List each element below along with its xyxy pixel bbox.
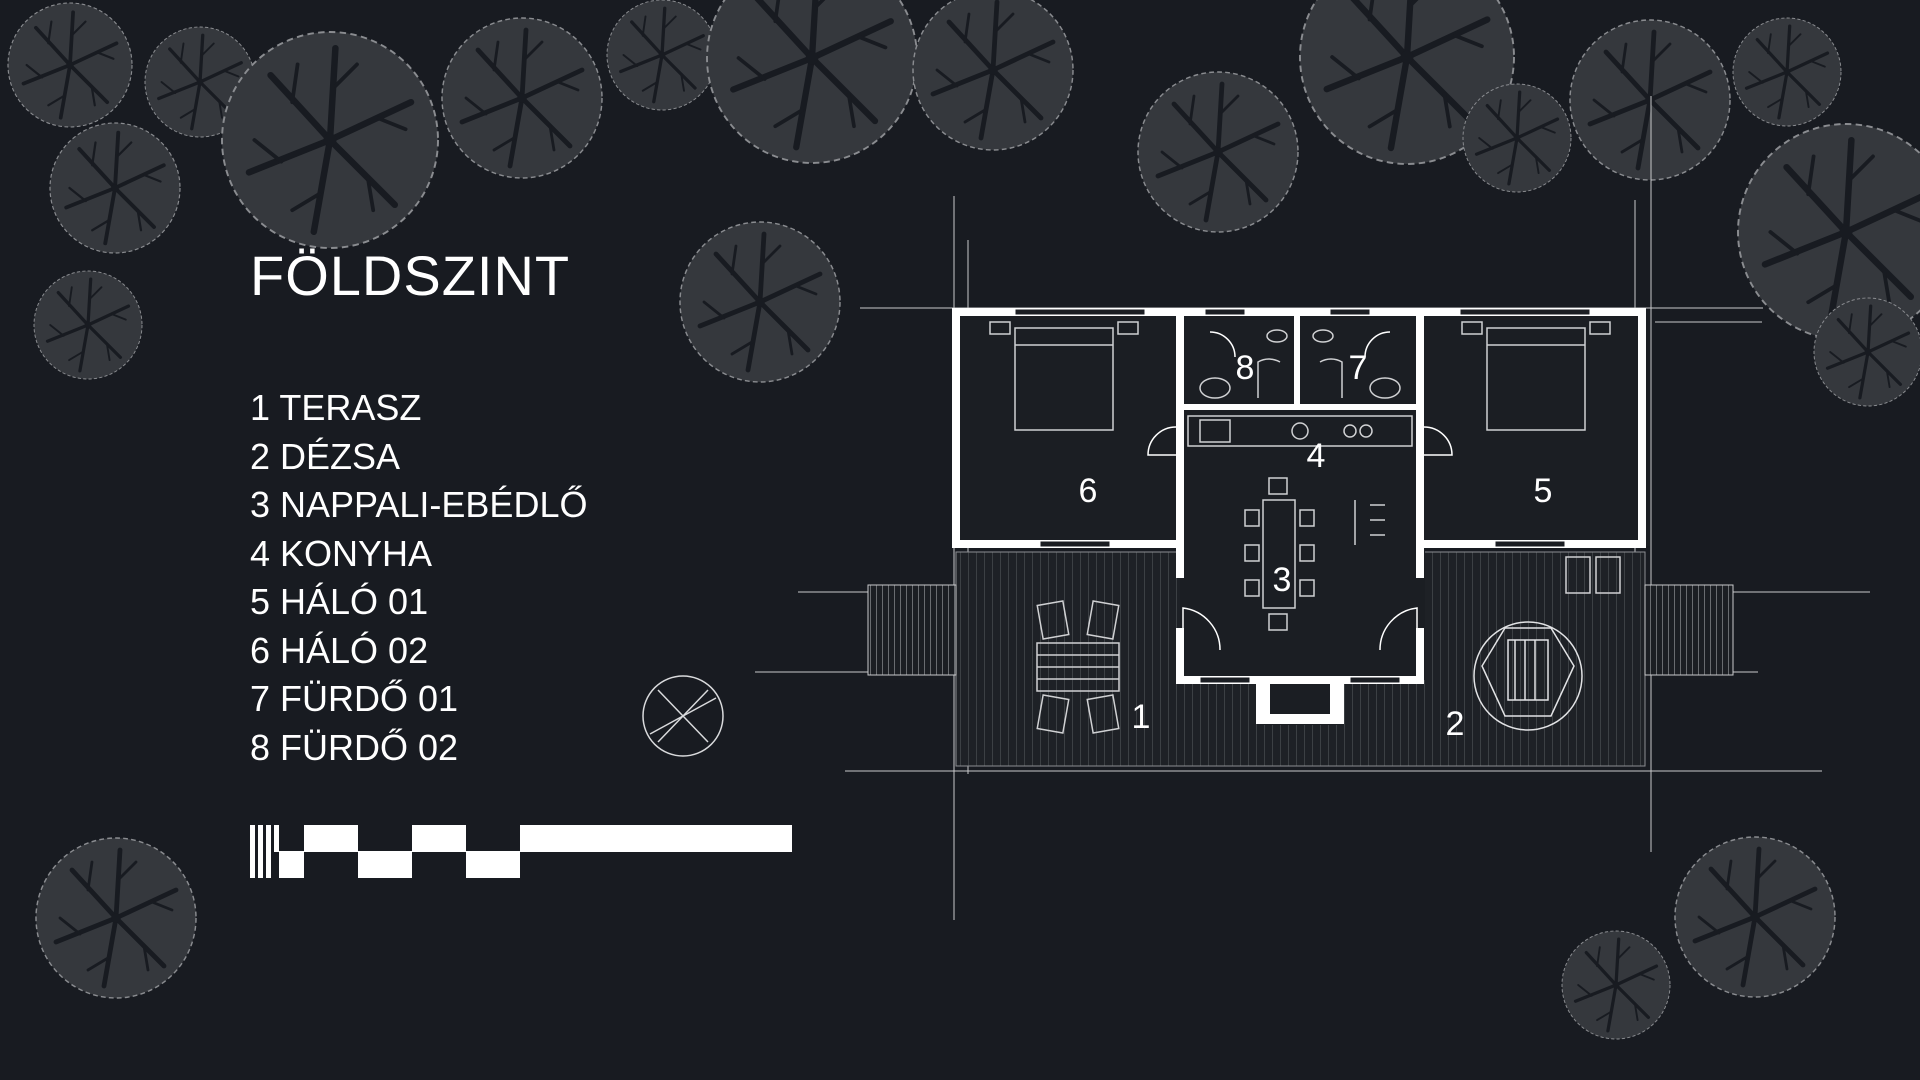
legend-item: 6 HÁLÓ 02 bbox=[250, 629, 429, 671]
tree-icon bbox=[8, 3, 132, 127]
tree-icon bbox=[607, 0, 717, 110]
room-label-3: 3 bbox=[1273, 561, 1292, 599]
room-numbers: 1 2 3 4 5 6 7 8 bbox=[1079, 349, 1553, 743]
tree-icon bbox=[1138, 72, 1298, 232]
tree-icon bbox=[707, 0, 917, 163]
tree-icon bbox=[36, 838, 196, 998]
legend-item: 3 NAPPALI-EBÉDLŐ bbox=[250, 484, 588, 525]
legend-item: 1 TERASZ bbox=[250, 387, 422, 428]
room-label-6: 6 bbox=[1079, 472, 1098, 510]
tree-icon bbox=[1463, 84, 1571, 192]
tree-icon bbox=[50, 123, 180, 253]
tree-icon bbox=[1733, 18, 1841, 126]
tree-icon bbox=[913, 0, 1073, 150]
tree-icon bbox=[1675, 837, 1835, 997]
tree-icon bbox=[34, 271, 142, 379]
legend-item: 8 FÜRDŐ 02 bbox=[250, 726, 459, 768]
room-label-5: 5 bbox=[1534, 472, 1553, 510]
tree-icon bbox=[680, 222, 840, 382]
legend-item: 4 KONYHA bbox=[250, 532, 433, 574]
tree-icon bbox=[1814, 298, 1920, 406]
tree-icon bbox=[222, 32, 438, 248]
room-label-2: 2 bbox=[1446, 705, 1465, 743]
tree-icon bbox=[442, 18, 602, 178]
room-label-1: 1 bbox=[1132, 698, 1151, 736]
north-arrow-icon bbox=[642, 675, 724, 757]
left-stairs bbox=[867, 584, 957, 676]
room-label-8: 8 bbox=[1236, 349, 1255, 387]
legend-item: 2 DÉZSA bbox=[250, 435, 401, 477]
legend-item: 7 FÜRDŐ 01 bbox=[250, 678, 459, 719]
tree-icon bbox=[1562, 931, 1670, 1039]
page-title: FÖLDSZINT bbox=[250, 244, 571, 307]
room-legend: 1 TERASZ 2 DÉZSA 3 NAPPALI-EBÉDLŐ 4 KONY… bbox=[250, 384, 587, 772]
scale-bar bbox=[250, 825, 792, 878]
room-label-7: 7 bbox=[1349, 349, 1368, 387]
right-stairs bbox=[1644, 584, 1734, 676]
room-label-4: 4 bbox=[1307, 437, 1326, 475]
tree-icon bbox=[1570, 20, 1730, 180]
building bbox=[952, 308, 1650, 734]
legend-item: 5 HÁLÓ 01 bbox=[250, 581, 429, 622]
